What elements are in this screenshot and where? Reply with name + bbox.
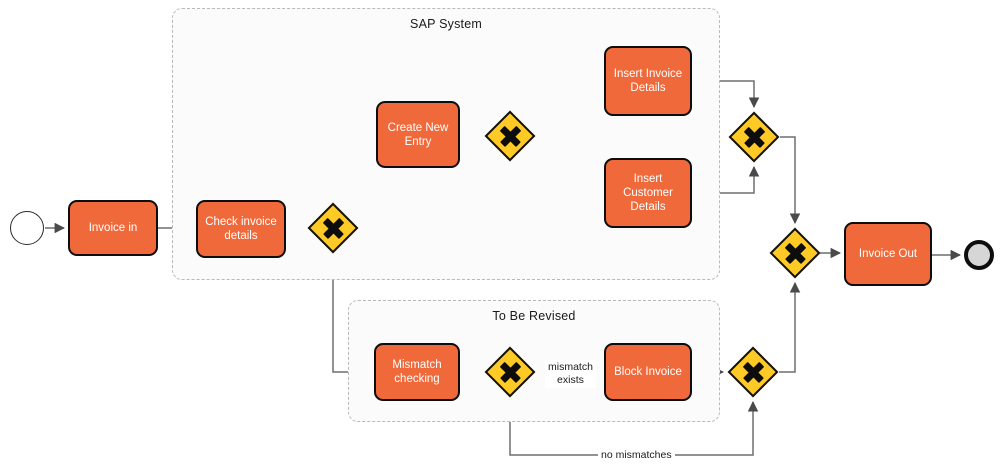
task-insert-invoice-details-label: Insert Invoice Details	[613, 68, 683, 94]
gateway-join-revised[interactable]	[727, 346, 779, 398]
edge-label-mismatch-exists: mismatch exists	[545, 360, 596, 388]
task-invoice-in-label: Invoice in	[88, 222, 138, 234]
edge-label-no-mismatches: no mismatches	[598, 448, 675, 463]
task-block-invoice[interactable]: Block Invoice	[604, 343, 692, 401]
task-mismatch-checking[interactable]: Mismatch checking	[374, 343, 460, 401]
gateway-join-sap[interactable]	[728, 111, 780, 163]
group-sap-system-label: SAP System	[410, 17, 482, 31]
task-insert-customer-details-label: Insert Customer Details	[623, 173, 673, 213]
task-insert-customer-details[interactable]: Insert Customer Details	[604, 158, 692, 228]
task-insert-invoice-details[interactable]: Insert Invoice Details	[604, 46, 692, 116]
task-invoice-out[interactable]: Invoice Out	[844, 222, 932, 286]
gateway-split-main[interactable]	[307, 202, 359, 254]
task-check-invoice-details-label: Check invoice details	[205, 216, 277, 242]
end-event[interactable]	[964, 240, 994, 270]
task-create-new-entry-label: Create New Entry	[387, 121, 449, 148]
gateway-split-entry[interactable]	[484, 110, 536, 162]
task-invoice-in[interactable]: Invoice in	[68, 200, 158, 256]
task-create-new-entry[interactable]: Create New Entry	[376, 101, 460, 168]
gateway-join-final[interactable]	[769, 227, 821, 279]
task-invoice-out-label: Invoice Out	[858, 248, 918, 260]
task-check-invoice-details[interactable]: Check invoice details	[196, 200, 286, 258]
group-to-be-revised-label: To Be Revised	[492, 309, 576, 323]
start-event[interactable]	[10, 211, 44, 245]
task-block-invoice-label: Block Invoice	[614, 366, 682, 378]
gateway-split-mismatch[interactable]	[484, 346, 536, 398]
task-mismatch-checking-label: Mismatch checking	[392, 359, 442, 385]
